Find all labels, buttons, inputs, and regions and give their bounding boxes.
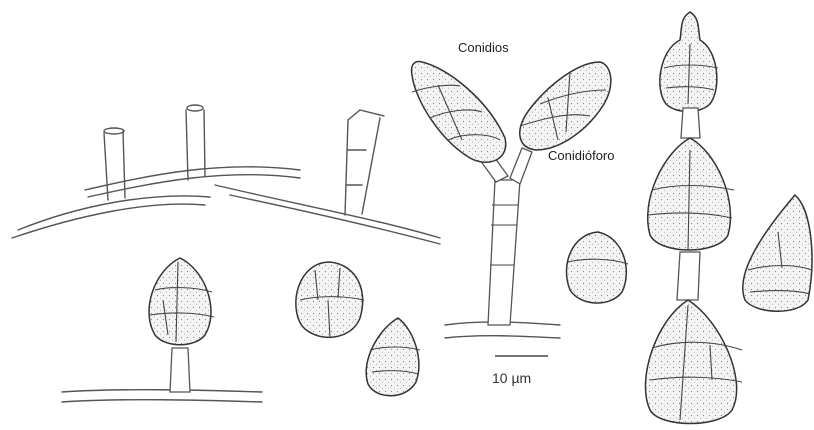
conidia-chain <box>645 12 742 424</box>
scale-bar-label: 10 µm <box>492 370 531 386</box>
conidiophore-label: Conidióforo <box>548 148 615 163</box>
conidiophore-with-conidium <box>62 258 262 402</box>
hyphae-network <box>12 105 440 244</box>
conidia-label: Conidios <box>458 40 509 55</box>
detached-conidia <box>296 195 812 396</box>
scale-bar: 10 µm <box>492 356 548 386</box>
